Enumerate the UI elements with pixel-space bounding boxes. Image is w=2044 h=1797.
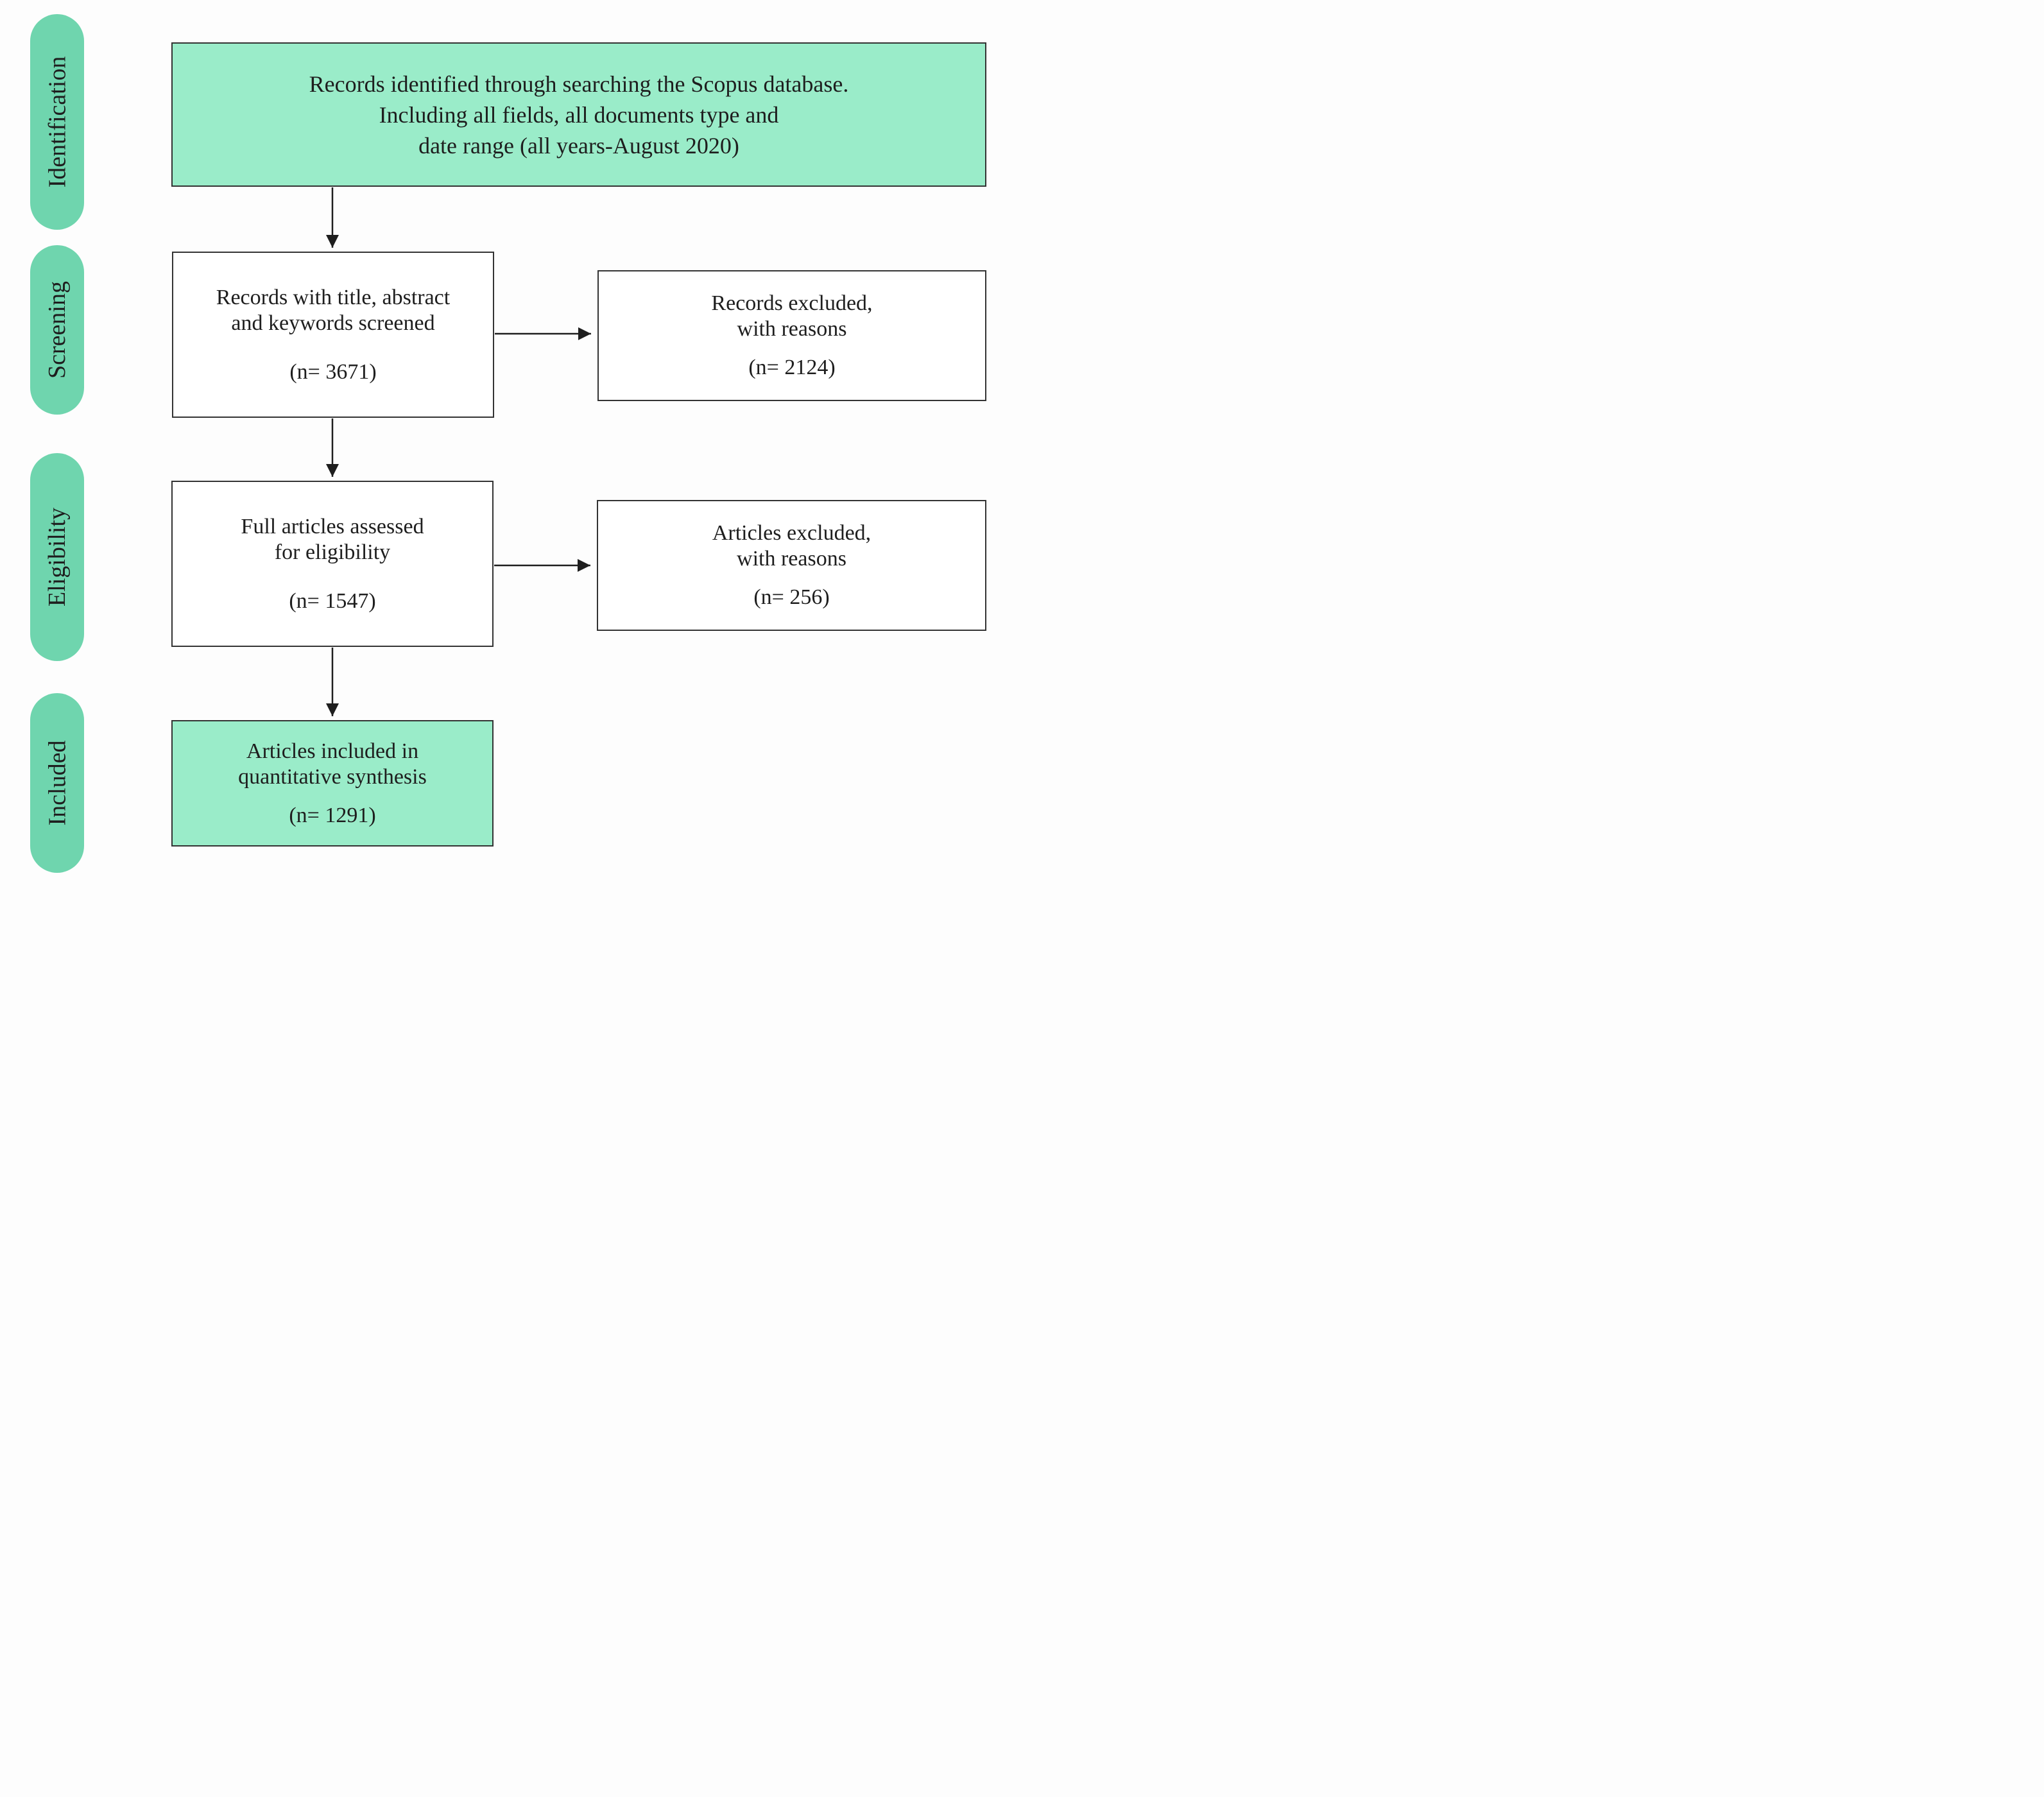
articles-excluded-count: (n= 256) bbox=[753, 585, 830, 609]
full-articles-line-2: for eligibility bbox=[274, 540, 391, 564]
articles-excluded-line-2: with reasons bbox=[737, 547, 846, 571]
records-identified-box: Records identified through searching the… bbox=[171, 42, 986, 187]
articles-excluded-line-1: Articles excluded, bbox=[712, 521, 872, 545]
records-screened-line-2: and keywords screened bbox=[231, 311, 435, 335]
records-excluded-line-1: Records excluded, bbox=[711, 291, 873, 315]
records-screened-box: Records with title, abstract and keyword… bbox=[172, 252, 494, 418]
records-identified-line-2: Including all fields, all documents type… bbox=[379, 101, 779, 128]
stage-eligibility: Eligibility bbox=[30, 453, 84, 661]
articles-included-box: Articles included in quantitative synthe… bbox=[171, 720, 494, 847]
full-articles-assessed-box: Full articles assessed for eligibility (… bbox=[171, 481, 494, 647]
records-screened-line-1: Records with title, abstract bbox=[216, 285, 451, 309]
records-screened-count: (n= 3671) bbox=[289, 359, 377, 384]
full-articles-line-1: Full articles assessed bbox=[241, 514, 424, 538]
articles-included-count: (n= 1291) bbox=[289, 803, 376, 827]
records-identified-line-1: Records identified through searching the… bbox=[309, 71, 849, 97]
stage-screening: Screening bbox=[30, 245, 84, 415]
records-excluded-count: (n= 2124) bbox=[748, 356, 836, 379]
records-identified-line-3: date range (all years-August 2020) bbox=[418, 132, 739, 159]
records-excluded-box: Records excluded, with reasons (n= 2124) bbox=[597, 270, 986, 401]
articles-excluded-box: Articles excluded, with reasons (n= 256) bbox=[597, 500, 986, 631]
records-excluded-line-2: with reasons bbox=[737, 317, 847, 341]
articles-included-line-1: Articles included in bbox=[246, 739, 419, 763]
stage-included: Included bbox=[30, 693, 84, 873]
articles-included-line-2: quantitative synthesis bbox=[238, 764, 427, 789]
stage-identification: Identification bbox=[30, 14, 84, 230]
full-articles-count: (n= 1547) bbox=[289, 589, 376, 613]
